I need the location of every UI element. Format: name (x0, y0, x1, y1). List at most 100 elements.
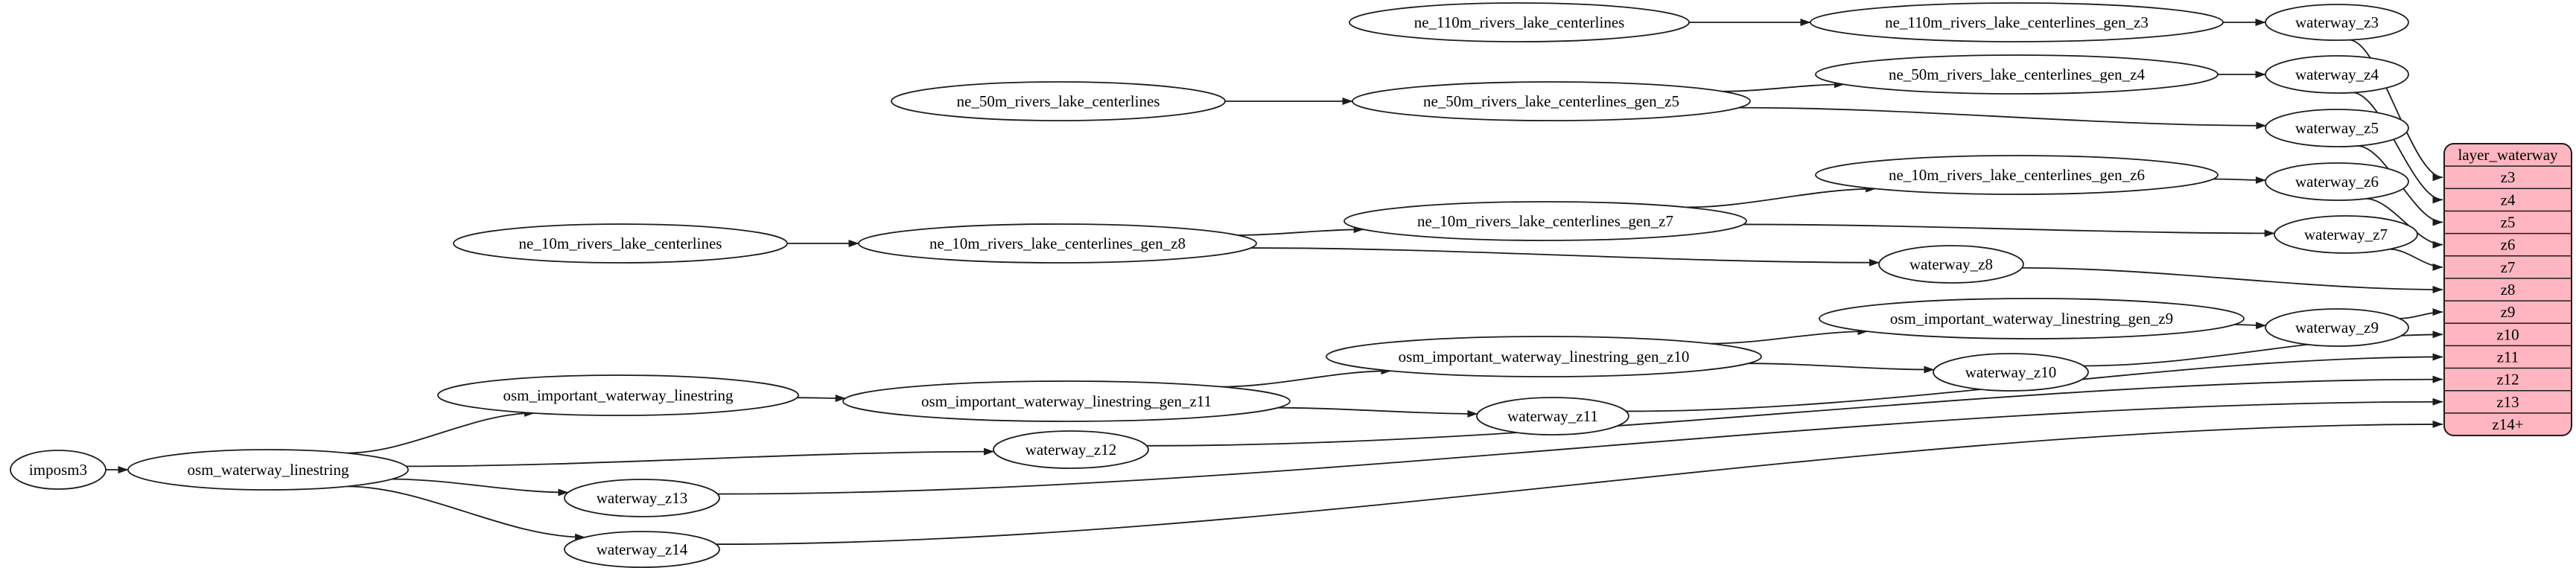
node-ne_10m_rivers_lake_centerlines-shape (453, 223, 788, 264)
table-row-z3-label: z3 (2501, 168, 2516, 186)
table-row-z14+-label: z14+ (2492, 415, 2523, 433)
node-waterway_z5-shape (2265, 109, 2409, 147)
node-osm_important_waterway_linestring_gen_z10: osm_important_waterway_linestring_gen_z1… (1326, 336, 1762, 377)
node-osm_important_waterway_linestring_gen_z9: osm_important_waterway_linestring_gen_z9 (1819, 298, 2245, 339)
node-waterway_z7-shape (2274, 215, 2418, 254)
table-row-z10-label: z10 (2496, 325, 2519, 343)
node-ne_110m_rivers_lake_centerlines-label: ne_110m_rivers_lake_centerlines (1414, 13, 1625, 31)
node-waterway_z6: waterway_z6 (2265, 162, 2409, 201)
table-row-z9-label: z9 (2501, 303, 2516, 321)
node-waterway_z14-label: waterway_z14 (597, 540, 688, 558)
node-ne_10m_rivers_lake_centerlines_gen_z8-shape (858, 223, 1257, 264)
edge-ne_10m_rivers_lake_centerlines_gen_z8--waterway_z8 (1250, 247, 1880, 267)
node-ne_10m_rivers_lake_centerlines_gen_z8-label: ne_10m_rivers_lake_centerlines_gen_z8 (929, 234, 1186, 252)
node-ne_50m_rivers_lake_centerlines_gen_z5-label: ne_50m_rivers_lake_centerlines_gen_z5 (1423, 92, 1679, 110)
node-waterway_z4: waterway_z4 (2265, 55, 2409, 94)
node-imposm3-label: imposm3 (29, 461, 87, 479)
node-waterway_z8: waterway_z8 (1878, 245, 2024, 284)
table-layer: layer_waterwayz3z4z5z6z7z8z9z10z11z12z13… (2443, 143, 2572, 436)
node-waterway_z7-label: waterway_z7 (2304, 226, 2388, 243)
node-waterway_z4-shape (2265, 55, 2409, 94)
node-osm_important_waterway_linestring_gen_z9-shape (1819, 298, 2245, 339)
node-waterway_z11-shape (1476, 397, 1629, 435)
edge-ne_50m_rivers_lake_centerlines_gen_z5--ne_50m_rivers_lake_centerlines_gen_z4 (1722, 80, 1845, 92)
table-row-z4-label: z4 (2501, 191, 2516, 208)
node-ne_50m_rivers_lake_centerlines_gen_z5-shape (1352, 81, 1751, 121)
node-ne_110m_rivers_lake_centerlines: ne_110m_rivers_lake_centerlines (1349, 2, 1690, 42)
edge-osm_waterway_linestring--osm_important_waterway_linestring (346, 409, 535, 454)
table-row-z12-label: z12 (2496, 371, 2519, 389)
edge-osm_important_waterway_linestring_gen_z11--waterway_z11 (1278, 406, 1478, 418)
edge-osm_waterway_linestring--waterway_z14 (346, 485, 586, 541)
node-waterway_z11: waterway_z11 (1476, 397, 1629, 435)
node-ne_50m_rivers_lake_centerlines_gen_z5: ne_50m_rivers_lake_centerlines_gen_z5 (1352, 81, 1751, 121)
node-ne_10m_rivers_lake_centerlines_gen_z6-shape (1815, 155, 2219, 195)
table-row-z5-label: z5 (2501, 214, 2516, 232)
node-ne_110m_rivers_lake_centerlines_gen_z3-shape (1810, 2, 2224, 42)
node-osm_important_waterway_linestring_gen_z10-shape (1326, 336, 1762, 377)
node-osm_waterway_linestring-label: osm_waterway_linestring (188, 461, 349, 479)
node-waterway_z10: waterway_z10 (1933, 353, 2089, 392)
node-ne_110m_rivers_lake_centerlines-shape (1349, 2, 1690, 42)
edge-waterway_z7--layer_waterway-z7 (2390, 248, 2443, 271)
node-waterway_z3: waterway_z3 (2265, 4, 2409, 41)
nodes-layer: imposm3 osm_waterway_linestring osm_import… (10, 2, 2418, 568)
table-row-z11-label: z11 (2497, 348, 2519, 366)
node-ne_10m_rivers_lake_centerlines_gen_z6: ne_10m_rivers_lake_centerlines_gen_z6 (1815, 155, 2219, 195)
edge-osm_waterway_linestring--waterway_z12 (406, 447, 995, 468)
node-osm_waterway_linestring: osm_waterway_linestring (127, 449, 409, 491)
node-osm_important_waterway_linestring_gen_z11-shape (842, 380, 1291, 422)
table-layer_waterway-title: layer_waterway (2458, 146, 2558, 164)
edge-waterway_z13--layer_waterway-z13 (717, 398, 2443, 495)
node-waterway_z9: waterway_z9 (2265, 308, 2409, 347)
node-ne_110m_rivers_lake_centerlines_gen_z3: ne_110m_rivers_lake_centerlines_gen_z3 (1810, 2, 2224, 42)
node-osm_waterway_linestring-shape (127, 449, 409, 491)
node-ne_50m_rivers_lake_centerlines_gen_z4: ne_50m_rivers_lake_centerlines_gen_z4 (1815, 54, 2219, 95)
node-waterway_z5: waterway_z5 (2265, 109, 2409, 147)
edge-osm_important_waterway_linestring_gen_z10--waterway_z10 (1748, 363, 1935, 374)
node-waterway_z11-label: waterway_z11 (1507, 407, 1598, 425)
node-waterway_z12-label: waterway_z12 (1025, 441, 1116, 459)
node-waterway_z5-label: waterway_z5 (2295, 119, 2379, 137)
table-row-z13-label: z13 (2496, 393, 2519, 411)
edges-layer (105, 19, 2443, 545)
node-osm_important_waterway_linestring: osm_important_waterway_linestring (437, 374, 799, 416)
node-ne_50m_rivers_lake_centerlines-label: ne_50m_rivers_lake_centerlines (957, 92, 1160, 110)
node-waterway_z14-shape (564, 531, 720, 568)
node-osm_important_waterway_linestring_gen_z11-label: osm_important_waterway_linestring_gen_z1… (921, 392, 1212, 410)
node-waterway_z3-label: waterway_z3 (2295, 13, 2379, 31)
node-waterway_z6-label: waterway_z6 (2295, 173, 2379, 191)
node-waterway_z13-shape (564, 479, 720, 517)
edge-waterway_z3--layer_waterway-z3 (2349, 39, 2443, 182)
edge-ne_10m_rivers_lake_centerlines_gen_z8--ne_10m_rivers_lake_centerlines_gen_z7 (1237, 226, 1364, 236)
node-waterway_z10-shape (1933, 353, 2089, 392)
edge-osm_waterway_linestring--waterway_z13 (392, 478, 569, 497)
node-waterway_z9-shape (2265, 308, 2409, 347)
node-waterway_z9-label: waterway_z9 (2295, 319, 2379, 336)
edge-osm_important_waterway_linestring_gen_z10--osm_important_waterway_linestring_gen_z9 (1710, 328, 1869, 345)
node-waterway_z12: waterway_z12 (993, 430, 1149, 469)
edge-waterway_z8--layer_waterway-z8 (2022, 267, 2443, 293)
table-row-z8-label: z8 (2501, 281, 2516, 299)
node-osm_important_waterway_linestring_gen_z10-label: osm_important_waterway_linestring_gen_z1… (1399, 348, 1690, 366)
node-ne_10m_rivers_lake_centerlines: ne_10m_rivers_lake_centerlines (453, 223, 788, 264)
node-waterway_z13-label: waterway_z13 (597, 489, 687, 507)
table-layer_waterway-box (2443, 143, 2572, 436)
node-osm_important_waterway_linestring_gen_z9-label: osm_important_waterway_linestring_gen_z9 (1890, 310, 2173, 328)
node-ne_10m_rivers_lake_centerlines_gen_z7: ne_10m_rivers_lake_centerlines_gen_z7 (1343, 201, 1747, 241)
node-osm_important_waterway_linestring-label: osm_important_waterway_linestring (503, 386, 734, 404)
node-ne_50m_rivers_lake_centerlines: ne_50m_rivers_lake_centerlines (891, 81, 1226, 121)
node-ne_10m_rivers_lake_centerlines_gen_z7-label: ne_10m_rivers_lake_centerlines_gen_z7 (1417, 212, 1673, 230)
edge-ne_10m_rivers_lake_centerlines_gen_z7--ne_10m_rivers_lake_centerlines_gen_z6 (1686, 185, 1877, 208)
node-waterway_z8-shape (1878, 245, 2024, 284)
node-ne_10m_rivers_lake_centerlines_gen_z7-shape (1343, 201, 1747, 241)
node-osm_important_waterway_linestring_gen_z11: osm_important_waterway_linestring_gen_z1… (842, 380, 1291, 422)
edge-waterway_z4--layer_waterway-z4 (2352, 92, 2443, 204)
node-waterway_z13: waterway_z13 (564, 479, 720, 517)
node-osm_important_waterway_linestring-shape (437, 374, 799, 416)
node-waterway_z8-label: waterway_z8 (1909, 255, 1993, 273)
node-waterway_z14: waterway_z14 (564, 531, 720, 568)
node-waterway_z7: waterway_z7 (2274, 215, 2418, 254)
node-waterway_z12-shape (993, 430, 1149, 469)
